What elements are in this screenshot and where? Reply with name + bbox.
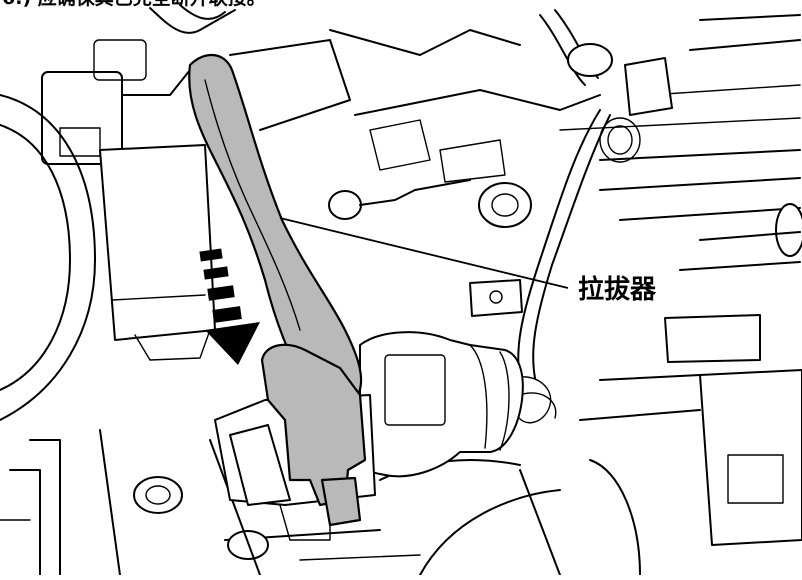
callout-leader-line (279, 217, 569, 289)
callout-label: 拉拔器 (578, 274, 657, 305)
electrical-connector (214, 331, 524, 541)
pull-direction-arrow-icon (199, 248, 260, 365)
top-caption: 6.) 应确保其已完全断开联接。 (2, 0, 266, 9)
engine-background-linework (0, 4, 802, 576)
puller-tool (188, 54, 367, 527)
